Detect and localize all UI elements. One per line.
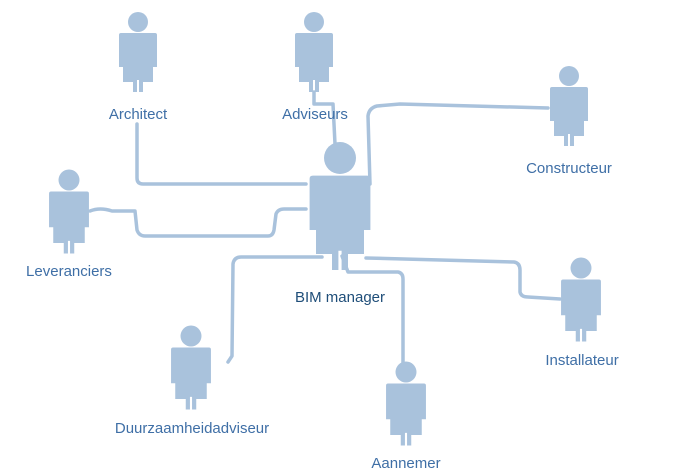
- stakeholder-label-adviseurs: Adviseurs: [282, 106, 348, 123]
- connector-architect: [135, 122, 308, 186]
- stakeholder-label-architect: Architect: [109, 106, 168, 123]
- aannemer-person-icon: [386, 361, 426, 446]
- stakeholder-label-aannemer: Aannemer: [371, 455, 440, 472]
- stakeholder-label-installateur: Installateur: [545, 352, 618, 369]
- stakeholder-label-constructeur: Constructeur: [526, 160, 612, 177]
- connector-aannemer: [340, 254, 405, 368]
- connector-constructeur: [366, 102, 550, 186]
- connector-installateur: [364, 256, 562, 301]
- stakeholder-label-duurzaamheidadviseur: Duurzaamheidadviseur: [115, 420, 269, 437]
- installateur-person-icon: [561, 257, 601, 342]
- constructeur-person-icon: [550, 66, 588, 146]
- connector-adviseurs: [312, 90, 337, 146]
- connector-leveranciers: [88, 207, 308, 238]
- connector-duurzaamheidadviseur: [226, 255, 324, 364]
- stakeholder-label-leveranciers: Leveranciers: [26, 263, 112, 280]
- architect-person-icon: [119, 12, 157, 92]
- bim-manager-person-icon: [309, 142, 371, 270]
- leveranciers-person-icon: [49, 169, 89, 254]
- adviseurs-person-icon: [295, 12, 333, 92]
- center-label-bim-manager: BIM manager: [295, 289, 385, 306]
- duurzaamheidadviseur-person-icon: [171, 325, 211, 410]
